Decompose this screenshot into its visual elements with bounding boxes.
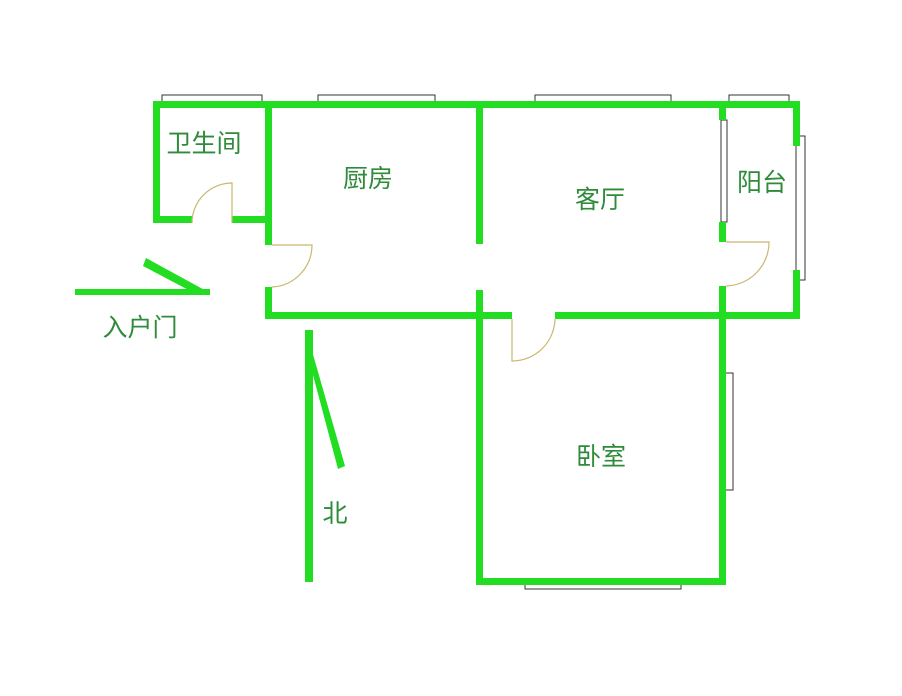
entrance-label: 入户门: [102, 313, 178, 342]
walls: [153, 101, 800, 585]
room-label-balcony: 阳台: [736, 168, 788, 197]
door-balcony: [725, 241, 770, 287]
door-bedroom: [511, 318, 556, 362]
window-living-balcony: [720, 119, 728, 223]
north-label: 北: [322, 499, 348, 528]
entrance-arrow: [75, 258, 210, 295]
door-bathroom: [191, 182, 233, 224]
window-balcony-side: [795, 135, 806, 281]
room-label-bedroom: 卧室: [575, 442, 627, 471]
room-label-kitchen: 厨房: [342, 164, 394, 193]
door-kitchen: [271, 244, 313, 288]
north-arrow: [305, 330, 345, 582]
room-label-bathroom: 卫生间: [166, 129, 242, 158]
windows: [161, 94, 806, 590]
doors: [191, 182, 770, 362]
room-label-living-room: 客厅: [574, 185, 626, 214]
